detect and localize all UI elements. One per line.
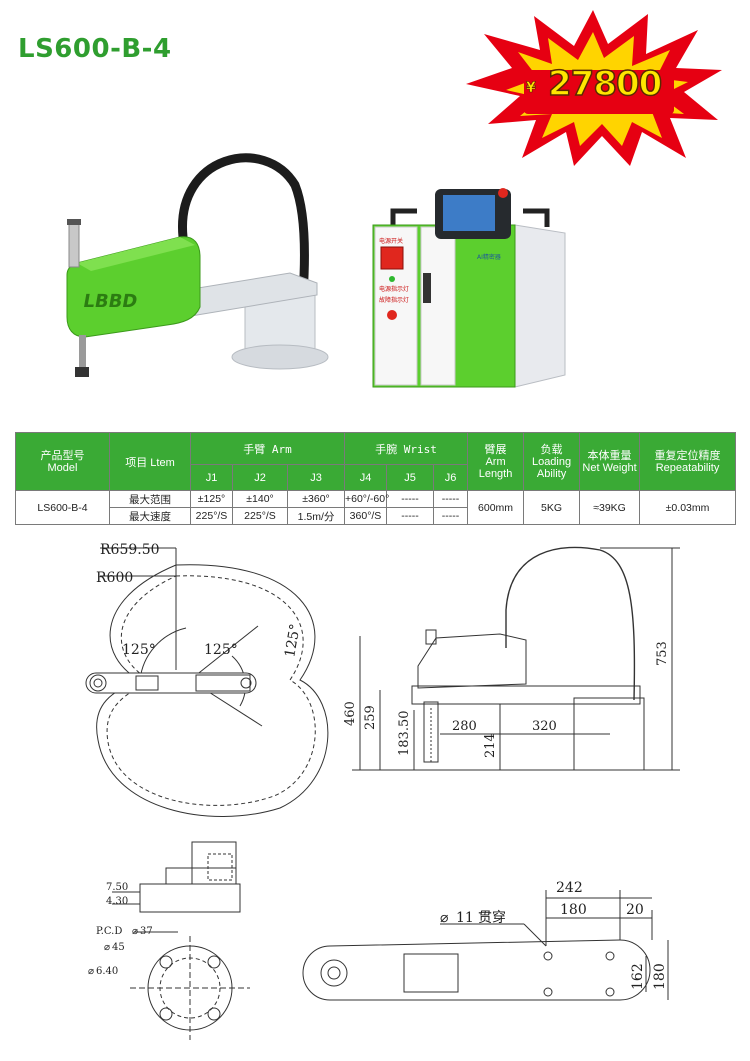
- model-cell: LS600-B-4: [15, 490, 110, 525]
- dim-280: 280: [452, 719, 477, 734]
- power-lamp-label: 电源指示灯: [379, 285, 409, 293]
- flange-drawing: [130, 931, 250, 1040]
- dim-r-outer: R659.50: [100, 542, 160, 558]
- price-burst: [466, 10, 722, 166]
- dim-183: 183.50: [397, 711, 412, 757]
- flange-pcd-label: P.C.D: [96, 926, 122, 937]
- table-cell: -----: [432, 507, 469, 525]
- arm-bottom-drawing: [302, 890, 669, 1001]
- dim-20: 20: [626, 902, 644, 918]
- price-value: 27800: [547, 63, 663, 105]
- load-header: 负载 Loading Ability: [523, 432, 581, 491]
- spec-table: 产品型号 Model 项目 Ltem 手臂 Arm 手腕 Wrist 臂展 Ar…: [15, 432, 737, 525]
- dim-242: 242: [556, 880, 583, 896]
- dim-162: 162: [630, 963, 646, 990]
- dim-angle-2: 125°: [204, 642, 238, 658]
- robot-logo: LBBD: [82, 291, 139, 312]
- table-cell: 360°/S: [344, 507, 387, 525]
- table-cell: 225°/S: [190, 507, 233, 525]
- dim-7-50: 7.50: [106, 882, 128, 893]
- table-cell: 225°/S: [232, 507, 288, 525]
- flange-d45-symbol: ⌀: [104, 942, 110, 953]
- joint-header: J3: [287, 464, 345, 491]
- table-cell: ±140°: [232, 490, 288, 508]
- repeat-cell: ±0.03mm: [639, 490, 737, 525]
- power-switch-label: 电源开关: [379, 237, 403, 245]
- price-currency: ¥: [526, 80, 536, 97]
- repeat-header: 重复定位精度 Repeatability: [639, 432, 737, 491]
- controller-image: 电源开关 电源指示灯 故障指示灯 AI精密器: [372, 188, 566, 388]
- joint-header: J5: [386, 464, 434, 491]
- table-cell: -----: [386, 490, 434, 508]
- table-cell: +60°/-60°: [344, 490, 389, 508]
- arm-header: 手臂 Arm: [190, 432, 345, 465]
- joint-header: J1: [190, 464, 233, 491]
- price-label-bg: [524, 70, 674, 114]
- dim-r-inner: R600: [96, 570, 133, 586]
- joint-header: J6: [432, 464, 469, 491]
- weight-cell: ≈39KG: [579, 490, 641, 525]
- dim-259: 259: [363, 705, 378, 730]
- technical-drawings: R659.50 R600 125° 125° 125° 460 259 183.…: [85, 542, 680, 1040]
- flange-d640: 6.40: [96, 966, 118, 977]
- joint-header: J2: [232, 464, 288, 491]
- flange-pcd-value: 37: [140, 926, 153, 937]
- dim-320: 320: [532, 719, 557, 734]
- reach-header: 臂展 Arm Length: [467, 432, 525, 491]
- table-row: 最大速度 225°/S 225°/S 1.5m/分 360°/S ----- -…: [16, 507, 736, 525]
- table-row: LS600-B-4 最大范围 ±125° ±140° ±360° +60°/-6…: [15, 490, 737, 525]
- dim-460: 460: [343, 701, 358, 726]
- reach-cell: 600mm: [467, 490, 525, 525]
- dim-angle-1: 125°: [122, 642, 156, 658]
- wrist-header: 手腕 Wrist: [343, 432, 469, 465]
- item-header: 项目 Ltem: [109, 432, 191, 491]
- dim-180-side: 180: [652, 963, 668, 990]
- scara-robot-image: LBBD: [66, 153, 329, 377]
- flange-pcd-diameter: ⌀: [132, 926, 138, 937]
- table-cell: 1.5m/分: [287, 507, 345, 525]
- table-cell: ±125°: [190, 490, 233, 508]
- dim-753: 753: [655, 641, 670, 666]
- joint-header: J4: [344, 464, 387, 491]
- load-cell: 5KG: [523, 490, 581, 525]
- fault-lamp-label: 故障指示灯: [379, 296, 409, 304]
- top-view-drawing: [85, 547, 329, 817]
- side-view-drawing: [352, 546, 680, 771]
- model-header: 产品型号 Model: [15, 432, 110, 491]
- table-cell: -----: [386, 507, 434, 525]
- weight-header: 本体重量 Net Weight: [579, 432, 641, 491]
- row-label: 最大速度: [109, 507, 191, 525]
- dim-214: 214: [483, 733, 498, 758]
- dim-180-top: 180: [560, 902, 587, 918]
- hole-through-label: 贯穿: [478, 910, 506, 926]
- flange-d640-symbol: ⌀: [88, 966, 94, 977]
- table-cell: -----: [432, 490, 469, 508]
- base-detail-drawing: [112, 841, 241, 913]
- controller-brand-label: AI精密器: [477, 253, 501, 261]
- row-label: 最大范围: [109, 490, 191, 508]
- model-title: LS600-B-4: [18, 34, 172, 64]
- dim-4-30: 4.30: [106, 896, 128, 907]
- dim-angle-3: 125°: [282, 623, 304, 659]
- flange-d45: 45: [112, 942, 125, 953]
- table-cell: ±360°: [287, 490, 345, 508]
- hole-diameter: 11: [456, 910, 474, 926]
- hole-diameter-symbol: ⌀: [440, 910, 448, 926]
